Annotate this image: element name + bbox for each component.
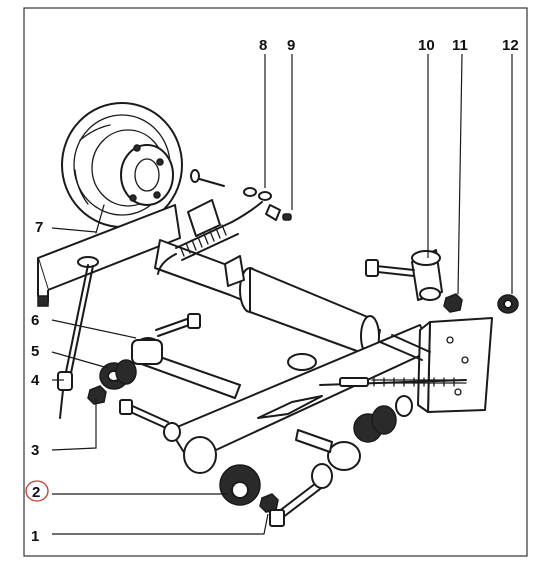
highlight-circle: [25, 480, 49, 502]
brake-lever-spring: [157, 169, 292, 287]
mounting-block-10: [365, 249, 443, 301]
leader-lines: [51, 53, 513, 535]
callout-9: 9: [287, 37, 295, 54]
callout-6: 6: [31, 312, 39, 329]
callout-3: 3: [31, 442, 39, 459]
callout-8: 8: [259, 37, 267, 54]
callout-12: 12: [502, 37, 519, 54]
left-mounting-bracket: [37, 204, 181, 307]
bushing-5: [99, 359, 137, 390]
bolt-lower-right: [269, 463, 333, 527]
nut-3: [87, 385, 107, 405]
right-bracket-plate: [379, 317, 493, 413]
callout-10: 10: [418, 37, 435, 54]
callout-11: 11: [452, 37, 468, 54]
axle-beam: [154, 239, 381, 371]
brake-cable: [319, 377, 467, 387]
callout-2: 2: [32, 484, 40, 501]
bolt-mid-left: [119, 399, 181, 442]
brake-cable-rod: [57, 264, 94, 419]
bolt-upper-left: [155, 313, 201, 337]
brake-drum: [61, 102, 183, 228]
callout-1: 1: [31, 528, 39, 545]
bushing-12: [497, 294, 519, 314]
nut-11: [443, 293, 463, 313]
bushing-6: [131, 337, 163, 365]
callout-4: 4: [31, 372, 40, 389]
callout-7: 7: [35, 219, 43, 236]
page-border: [23, 7, 528, 557]
bushing-2: [183, 436, 261, 506]
callout-5: 5: [31, 343, 39, 360]
bushing-lower-right: [295, 395, 413, 471]
